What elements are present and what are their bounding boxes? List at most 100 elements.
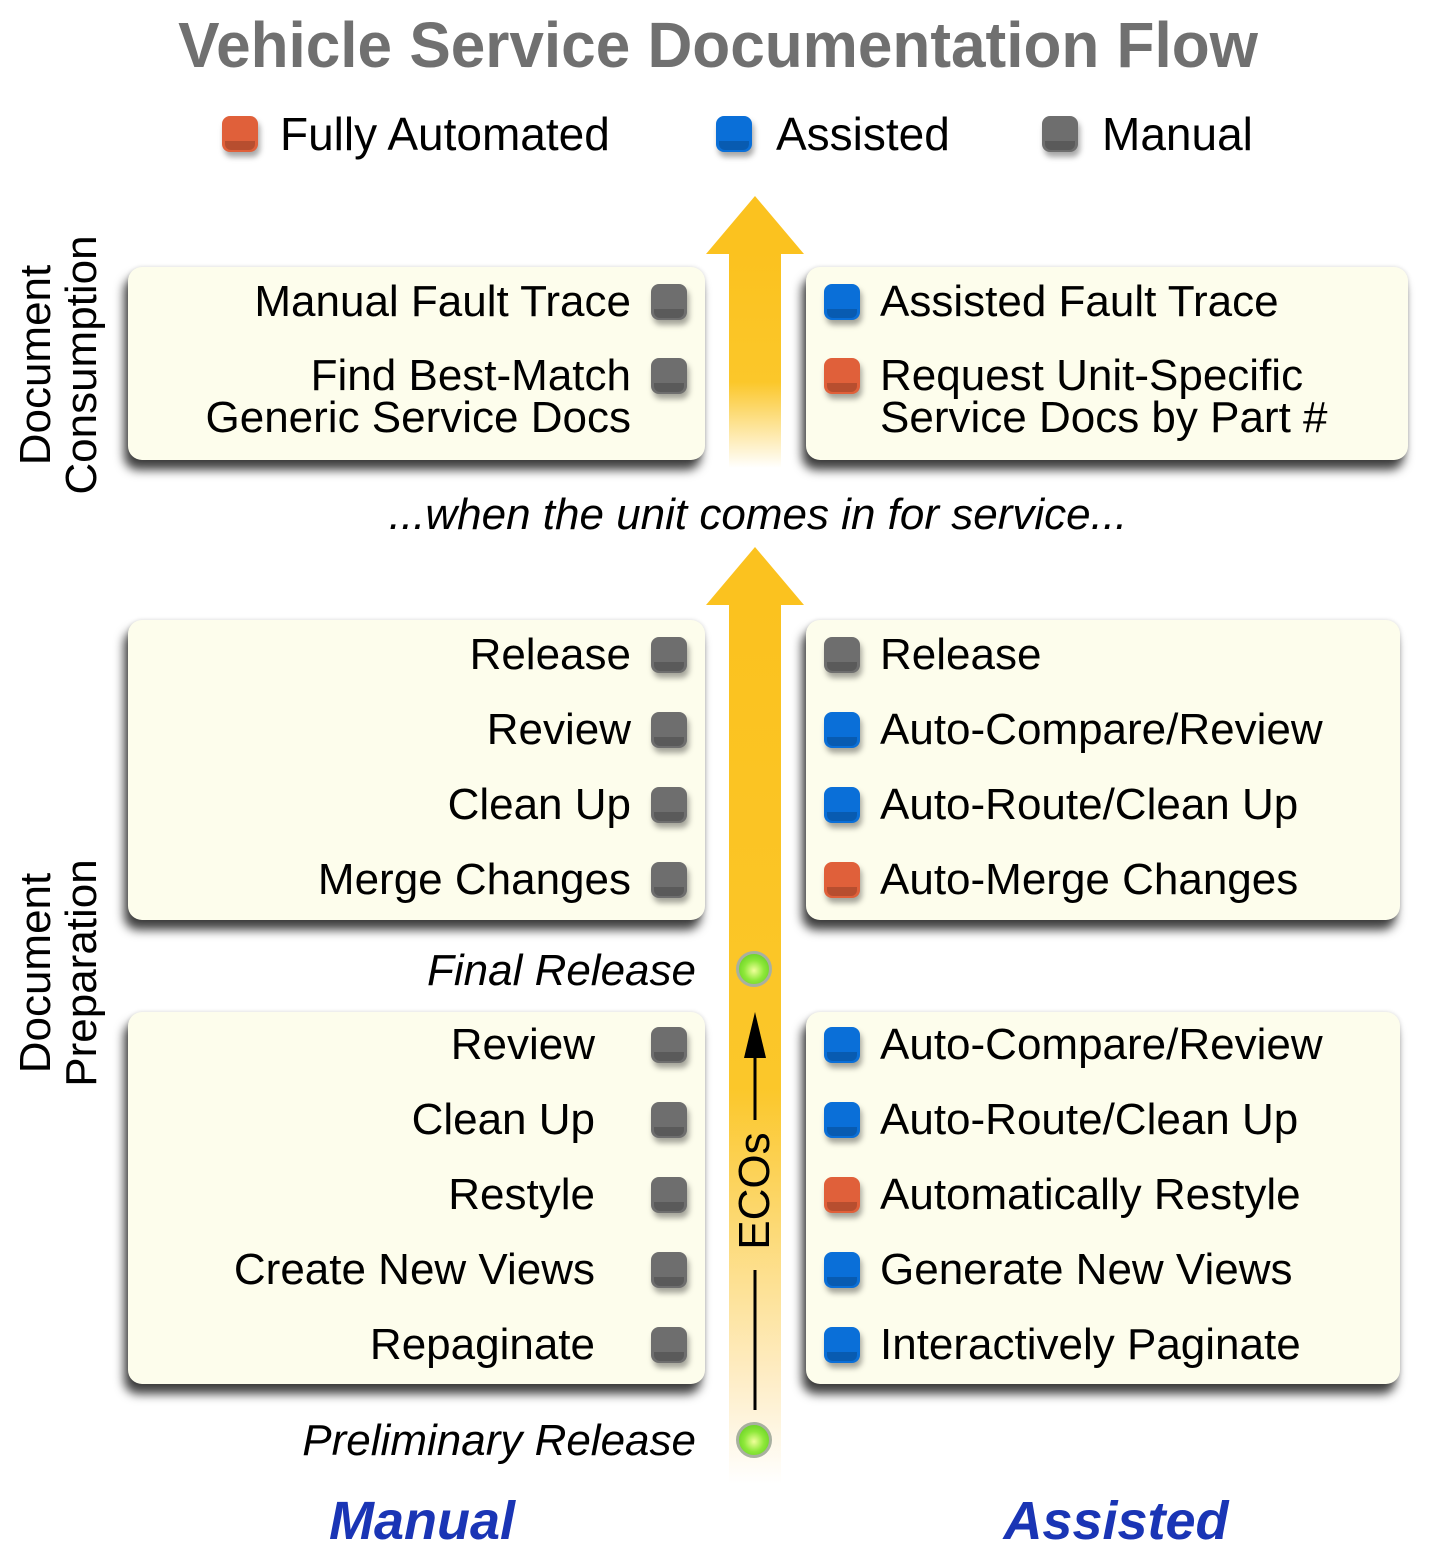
task-item: Auto-Route/Clean Up [824, 1095, 1299, 1144]
preliminary-stage-manual-box: Review Clean Up Restyle Create New Views… [128, 1012, 705, 1384]
task-label: Auto-Merge Changes [880, 855, 1299, 904]
task-label-line: Request Unit-Specific [880, 351, 1304, 400]
side-label-consumption: Document Consumption [11, 215, 107, 515]
legend: Fully Automated Assisted Manual [0, 104, 1436, 164]
side-label-preparation: Document Preparation [11, 823, 107, 1123]
task-item: Manual Fault Trace [147, 277, 687, 326]
legend-item-fully-automated: Fully Automated [222, 104, 610, 164]
column-label-manual: Manual [328, 1491, 516, 1551]
task-label: Release [880, 630, 1042, 679]
task-label: Review [486, 705, 631, 754]
task-item: Create New Views [147, 1245, 687, 1294]
fully-automated-status-icon [824, 862, 860, 898]
preliminary-stage-assisted-box: Auto-Compare/Review Auto-Route/Clean Up … [806, 1012, 1400, 1384]
manual-status-icon [651, 862, 687, 898]
milestone-preliminary-release-label: Preliminary Release [302, 1416, 696, 1465]
consumption-assisted-box: Assisted Fault Trace Request Unit-Specif… [806, 267, 1408, 460]
side-label-line: Document [11, 264, 60, 466]
task-label: Interactively Paginate [880, 1320, 1301, 1369]
assisted-swatch-icon [716, 116, 752, 152]
task-label: Restyle [448, 1170, 595, 1219]
task-item: Interactively Paginate [824, 1320, 1301, 1369]
diagram-title: Vehicle Service Documentation Flow [178, 9, 1258, 81]
task-item: Automatically Restyle [824, 1170, 1301, 1219]
task-item: Generate New Views [824, 1245, 1293, 1294]
task-label: Auto-Compare/Review [880, 705, 1323, 754]
task-item: Auto-Compare/Review [824, 1020, 1323, 1069]
flow-arrowhead-top [706, 196, 804, 254]
side-label-line: Document [11, 872, 60, 1074]
task-item: Release [147, 630, 687, 679]
legend-item-manual: Manual [1042, 104, 1253, 164]
task-label: Release [469, 630, 631, 679]
fully-automated-status-icon [824, 1177, 860, 1213]
consumption-manual-box: Manual Fault Trace Find Best-Match Gener… [128, 267, 705, 460]
side-label-line: Consumption [57, 235, 106, 495]
assisted-status-icon [824, 787, 860, 823]
manual-status-icon [651, 712, 687, 748]
manual-status-icon [824, 637, 860, 673]
task-label: Manual Fault Trace [254, 277, 631, 326]
task-label: Assisted Fault Trace [880, 277, 1279, 326]
manual-status-icon [651, 1177, 687, 1213]
task-label: Auto-Compare/Review [880, 1020, 1323, 1069]
flow-arrowhead-bottom [706, 547, 804, 605]
manual-status-icon [651, 1027, 687, 1063]
task-label: Find Best-Match Generic Service Docs [205, 354, 631, 442]
assisted-status-icon [824, 1327, 860, 1363]
task-label: Repaginate [369, 1320, 595, 1369]
task-label-line: Service Docs by Part # [880, 393, 1328, 442]
task-item: Find Best-Match Generic Service Docs [127, 354, 687, 442]
fully-automated-status-icon [824, 358, 860, 394]
milestone-final-release-dot-icon [736, 951, 772, 987]
task-label: Merge Changes [317, 855, 631, 904]
eco-arrow-icon [744, 1012, 766, 1410]
task-label: Create New Views [233, 1245, 595, 1294]
milestone-preliminary-release-dot-icon [736, 1422, 772, 1458]
assisted-status-icon [824, 1252, 860, 1288]
task-item: Merge Changes [147, 855, 687, 904]
milestone-final-release-label: Final Release [426, 946, 696, 995]
task-item: Assisted Fault Trace [824, 277, 1279, 326]
task-item: Clean Up [147, 780, 687, 829]
task-label: Generate New Views [880, 1245, 1293, 1294]
assisted-status-icon [824, 1027, 860, 1063]
task-item: Review [147, 705, 687, 754]
task-item: Auto-Route/Clean Up [824, 780, 1299, 829]
assisted-status-icon [824, 1102, 860, 1138]
task-label: Auto-Route/Clean Up [880, 1095, 1299, 1144]
task-label-line: Find Best-Match [310, 351, 631, 400]
task-label: Automatically Restyle [880, 1170, 1301, 1219]
manual-status-icon [651, 1252, 687, 1288]
legend-label: Assisted [776, 108, 950, 160]
manual-status-icon [651, 637, 687, 673]
manual-status-icon [651, 358, 687, 394]
manual-status-icon [651, 1102, 687, 1138]
eco-arrowhead [744, 1012, 766, 1058]
task-item: Auto-Merge Changes [824, 855, 1299, 904]
column-label-assisted: Assisted [1003, 1491, 1229, 1551]
task-label: Auto-Route/Clean Up [880, 780, 1299, 829]
fully-automated-swatch-icon [222, 116, 258, 152]
assisted-status-icon [824, 284, 860, 320]
task-item: Repaginate [147, 1320, 687, 1369]
final-stage-assisted-box: Release Auto-Compare/Review Auto-Route/C… [806, 620, 1400, 920]
manual-status-icon [651, 787, 687, 823]
legend-label: Fully Automated [280, 108, 610, 160]
manual-status-icon [651, 284, 687, 320]
legend-label: Manual [1102, 108, 1253, 160]
task-label-line: Generic Service Docs [205, 393, 631, 442]
eco-label: ECOs [730, 1132, 779, 1250]
task-item: Auto-Compare/Review [824, 705, 1323, 754]
task-label: Clean Up [447, 780, 631, 829]
side-label-line: Preparation [57, 859, 106, 1087]
task-item: Restyle [147, 1170, 687, 1219]
task-item: Clean Up [147, 1095, 687, 1144]
final-stage-manual-box: Release Review Clean Up Merge Changes [128, 620, 705, 920]
task-label: Review [450, 1020, 595, 1069]
flow-arrow-shaft-top [729, 253, 781, 468]
task-item: Review [147, 1020, 687, 1069]
task-label: Clean Up [411, 1095, 595, 1144]
assisted-status-icon [824, 712, 860, 748]
manual-swatch-icon [1042, 116, 1078, 152]
